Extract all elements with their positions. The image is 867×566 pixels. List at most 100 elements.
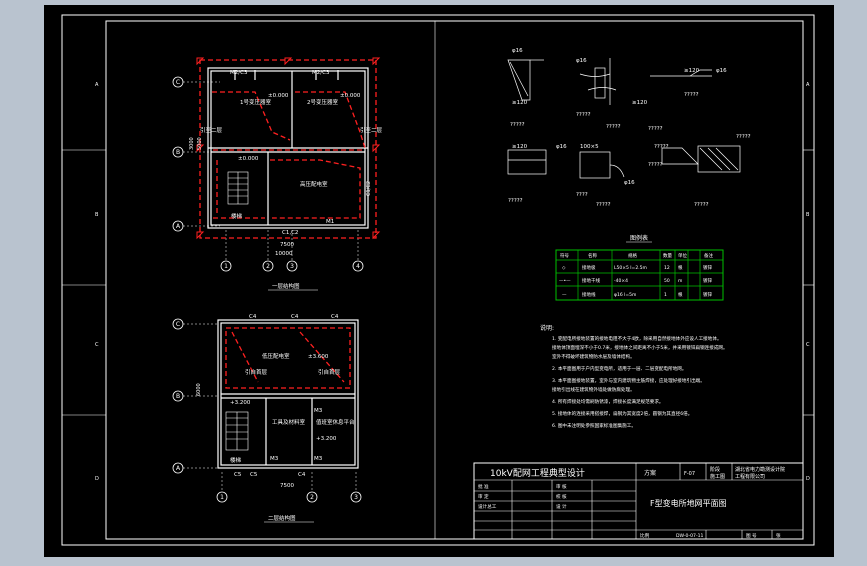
window-label: C1/C2 xyxy=(366,181,372,196)
detail-label: φ16 xyxy=(624,180,635,186)
window-label: C4 xyxy=(291,314,299,320)
window-label: C4 xyxy=(298,472,306,478)
zone-mark: B xyxy=(806,212,810,218)
role-label: 审 核 xyxy=(556,483,567,490)
floor-title: 二层结构图 xyxy=(268,514,296,522)
detail-label: ????? xyxy=(576,112,591,118)
legend-cell: 1 xyxy=(664,292,667,298)
legend-cell: — xyxy=(562,293,567,298)
notes-line: 接地引出线在建筑物外墙处做防腐处理。 xyxy=(552,386,635,393)
role-label: 校 核 xyxy=(556,493,567,500)
axis-label: B xyxy=(176,393,180,400)
project-name: 10kV配网工程典型设计 xyxy=(490,467,585,479)
door-label: M3 xyxy=(270,456,279,462)
room-label: 工具及材料室 xyxy=(272,418,306,426)
legend-cell: 根 xyxy=(678,264,683,271)
legend-cell: 12 xyxy=(664,265,670,271)
axis-label: 4 xyxy=(356,263,360,270)
notes-line: 6. 图中未注明处参照国家标准图集施工。 xyxy=(552,422,636,429)
role-label: 批 准 xyxy=(478,483,489,490)
detail-label: ????? xyxy=(596,202,611,208)
scheme-label: 方案 xyxy=(644,469,656,477)
notes-line: 5. 接地体的连接采用搭接焊，扁钢为其宽度2倍，圆钢为其直径6倍。 xyxy=(552,410,692,417)
window-label: C1,C2 xyxy=(282,230,298,236)
legend-title: 图例表 xyxy=(630,234,648,242)
notes-line: 室外不得破坏建筑物防水层及墙体结构。 xyxy=(552,353,635,360)
axis-label: A xyxy=(176,223,181,230)
axis-label: B xyxy=(176,149,180,156)
door-label: M3 xyxy=(314,408,323,414)
elevation-label: +3.200 xyxy=(230,400,251,406)
room-label: 值班室休息平台 xyxy=(316,418,355,426)
detail-label: ????? xyxy=(684,92,699,98)
door-label: M2/C3 xyxy=(230,70,248,76)
role-label: 设 计 xyxy=(556,503,567,510)
notes-line: 接地体顶面埋深不小于0.7米，接地体之间距离不小于5米，并采用镀锌扁钢连接成网。 xyxy=(552,344,728,351)
legend-cell: 接地干线 xyxy=(582,277,600,284)
role-label: 设计总工 xyxy=(478,503,497,510)
axis-label: 3 xyxy=(290,263,294,270)
notes-line: 1. 变配电所接地装置的接地电阻不大于4欧，除采用自然接地体外应设人工接地体。 xyxy=(552,335,722,342)
axis-label: 2 xyxy=(310,494,314,501)
dimension-label: 5000 xyxy=(197,137,203,150)
legend-header: 规格 xyxy=(628,252,637,259)
floor2-plan[interactable]: C B A 1 2 3 低压配电 xyxy=(172,314,362,523)
inner-border xyxy=(105,20,804,540)
detail-label: ≥120 xyxy=(512,144,528,150)
zone-mark: A xyxy=(95,82,99,88)
axis-label: A xyxy=(176,465,181,472)
door-label: M2/C3 xyxy=(312,70,330,76)
legend-cell: 接地极 xyxy=(582,264,596,271)
legend-cell: L50×5 l=2.5m xyxy=(614,265,647,271)
drawing-title: F型变电所地网平面图 xyxy=(650,498,727,508)
detail-label: ????? xyxy=(606,124,621,130)
legend-cell: 根 xyxy=(678,291,683,298)
axis-label: 2 xyxy=(266,263,270,270)
floor-title: 一层结构图 xyxy=(272,282,300,290)
legend-cell: ◇ xyxy=(562,266,566,271)
note-label: 引自首层 xyxy=(245,368,268,376)
legend-cell: m xyxy=(678,279,682,284)
company-name: 湖北省电力勘测设计院 xyxy=(735,466,785,473)
detail-label: 100×5 xyxy=(580,144,599,150)
zone-mark: D xyxy=(806,476,810,482)
room-label: 楼梯 xyxy=(230,456,242,464)
dimension-label: 10000 xyxy=(275,251,293,257)
room-label: 低压配电室 xyxy=(262,352,290,360)
title-block: 10kV配网工程典型设计 方案 F-07 阶段 施工图 湖北省电力勘测设计院 工… xyxy=(473,462,804,540)
detail-label: φ16 xyxy=(556,144,567,150)
axis-label: C xyxy=(176,321,180,328)
legend-cell: 镀锌 xyxy=(703,291,712,298)
zone-mark: A xyxy=(806,82,810,88)
window-label: C5 xyxy=(234,472,242,478)
detail-label: ????? xyxy=(508,198,523,204)
legend-table: 图例表 符号 名称 规格 数量 单位 备注 ◇ 接地极 L50×5 l=2.5m… xyxy=(555,234,724,301)
door-label: M1 xyxy=(326,219,334,225)
detail-label: ????? xyxy=(654,144,669,150)
notes-line: 3. 本平面图接地装置，室外与室内建筑物主筋焊接，应处理好接地引出端。 xyxy=(552,377,705,384)
scale-label: 比例 xyxy=(640,532,650,539)
axis-label: 1 xyxy=(224,263,228,270)
stage-label: 阶段 xyxy=(710,466,720,473)
elevation-label: ±3.600 xyxy=(308,354,329,360)
detail-label: ????? xyxy=(648,162,663,168)
note-label: 引至二层 xyxy=(360,126,383,134)
stage-value: 施工图 xyxy=(710,473,725,480)
room-label: 楼梯 xyxy=(231,212,243,220)
legend-header: 符号 xyxy=(560,252,569,259)
legend-header: 备注 xyxy=(704,252,713,259)
note-label: 引至二层 xyxy=(200,126,223,134)
floor1-plan[interactable]: C B A 1 2 3 4 xyxy=(172,57,383,291)
axis-label: 1 xyxy=(220,494,224,501)
legend-cell: 镀锌 xyxy=(703,277,712,284)
dimension-label: 3000 xyxy=(189,137,195,150)
detail-label: φ16 xyxy=(512,48,523,54)
sheet-label: 图 号 xyxy=(746,533,757,539)
legend-header: 单位 xyxy=(678,252,687,259)
window-label: C4 xyxy=(331,314,339,320)
zone-mark: C xyxy=(806,342,810,348)
zone-mark: D xyxy=(95,476,99,482)
window-label: C5 xyxy=(250,472,258,478)
